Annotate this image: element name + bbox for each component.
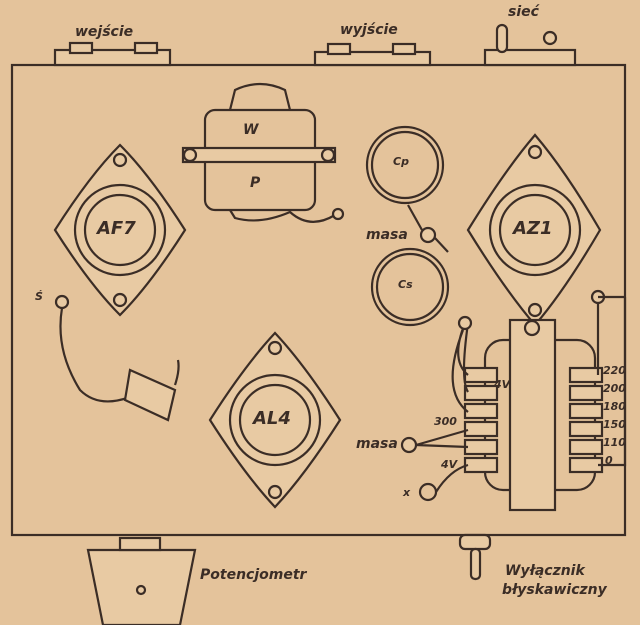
label-4v-bottom: 4V (441, 458, 458, 471)
potentiometer-knob (86, 536, 197, 625)
label-s-terminal: Ś (35, 290, 43, 303)
label-mains: sieć (508, 4, 539, 20)
label-tube-al4: AL4 (253, 408, 291, 429)
label-switch-2: błyskawiczny (502, 582, 607, 598)
label-tap-150: 150 (603, 418, 626, 431)
tube-socket-af7 (53, 143, 187, 317)
input-connector (53, 41, 172, 67)
label-masa-caps: masa (366, 227, 408, 243)
label-x: x (403, 486, 411, 499)
label-switch-1: Wyłącznik (505, 563, 585, 579)
label-4v-top: 4V (494, 378, 511, 391)
label-capacitor-top: Cp (393, 155, 409, 168)
label-300: 300 (434, 415, 457, 428)
label-tube-az1: AZ1 (513, 218, 553, 239)
output-connector (313, 42, 432, 67)
capacitor-top (365, 125, 445, 205)
label-primary: W (243, 122, 259, 138)
ground-nut (400, 436, 418, 454)
tube-socket-az1 (466, 133, 602, 327)
ground-screw (419, 226, 437, 244)
label-tap-110: 110 (603, 436, 626, 449)
label-tap-220: 220 (603, 364, 626, 377)
label-potentiometer: Potencjometr (200, 567, 307, 583)
label-tap-0: 0 (605, 454, 613, 467)
mains-plug (483, 23, 577, 67)
capacitor-bottom (370, 247, 450, 327)
label-tube-af7: AF7 (97, 218, 136, 239)
output-transformer (181, 82, 345, 223)
label-secondary: P (250, 175, 261, 191)
label-masa-transformer: masa (356, 436, 398, 452)
label-tap-180: 180 (603, 400, 626, 413)
power-transformer (451, 289, 627, 512)
label-tap-200: 200 (603, 382, 626, 395)
toggle-switch (458, 533, 492, 581)
label-input: wejście (75, 24, 134, 40)
x-terminal (418, 482, 438, 502)
tube-socket-al4 (208, 331, 342, 509)
label-output: wyjście (340, 22, 398, 38)
label-capacitor-bottom: Cs (398, 278, 413, 291)
shielded-plug (123, 368, 177, 422)
